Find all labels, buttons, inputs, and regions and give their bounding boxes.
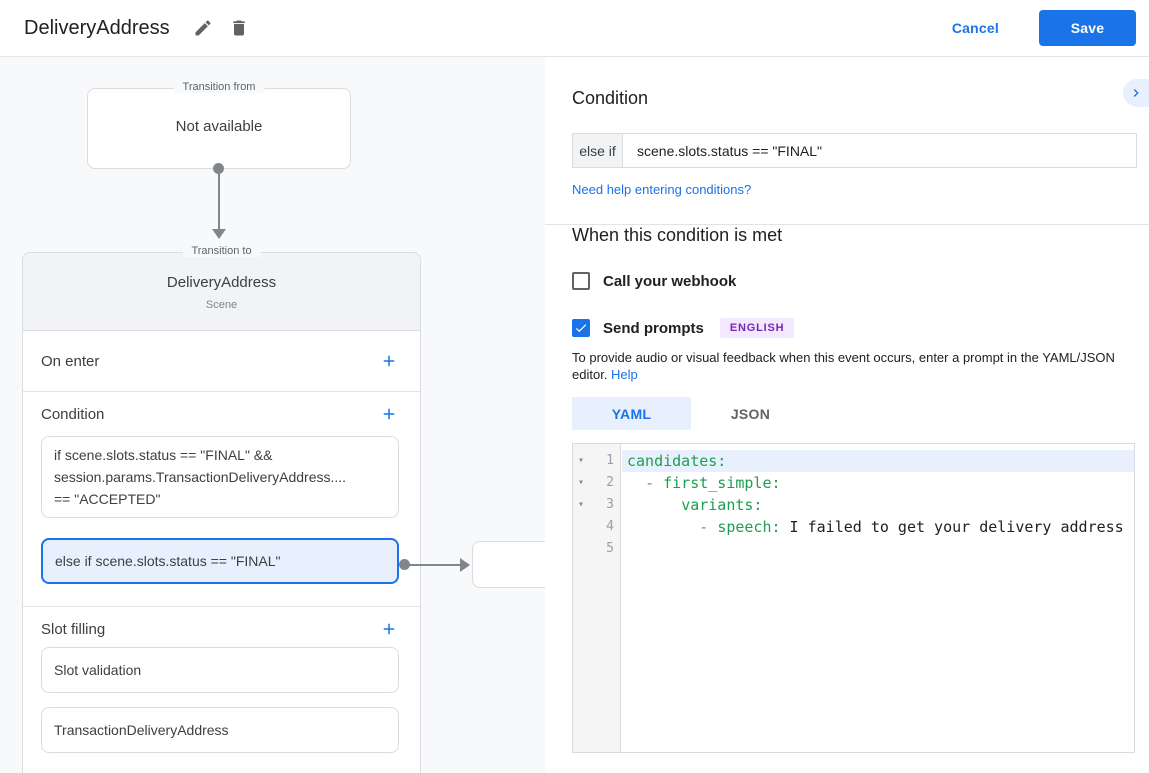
add-slot-button[interactable] <box>380 620 398 638</box>
scene-name: DeliveryAddress <box>166 274 277 291</box>
prompt-description: To provide audio or visual feedback when… <box>572 349 1138 383</box>
condition-help-link[interactable]: Need help entering conditions? <box>572 182 752 197</box>
pencil-icon <box>195 20 211 36</box>
gutter-cell: ▾3 <box>573 494 622 516</box>
condition-prefix: else if <box>573 134 623 167</box>
condition-expression-input[interactable]: scene.slots.status == "FINAL" <box>637 142 823 159</box>
condition-expression-group: else if scene.slots.status == "FINAL" <box>572 133 1137 168</box>
arrow-down-icon <box>212 229 226 239</box>
help-link[interactable]: Help <box>611 367 638 382</box>
add-on-enter-button[interactable] <box>380 352 398 370</box>
slot-item[interactable]: Slot validation <box>41 647 399 693</box>
delete-scene-button[interactable] <box>226 15 252 41</box>
line-number: 5 <box>606 541 614 556</box>
code-line[interactable]: ▾2 - first_simple: <box>573 472 1134 494</box>
language-badge: ENGLISH <box>719 318 795 338</box>
code-text: variants: <box>681 496 763 514</box>
connector-line <box>218 168 220 230</box>
main-split: Transition from Not available Transition… <box>0 57 1149 773</box>
condition-section: Condition if scene.slots.status == "FINA… <box>23 392 420 607</box>
code-text: - speech: I failed to get your delivery … <box>699 518 1124 536</box>
plus-icon <box>383 355 395 367</box>
topbar: DeliveryAddress Cancel Save <box>0 0 1149 57</box>
section-divider <box>545 224 1149 225</box>
code-text: candidates: <box>622 450 1134 472</box>
arrow-right-icon <box>460 558 470 572</box>
slot-filling-section-head: Slot filling <box>23 607 420 647</box>
condition-detail-panel: Condition else if scene.slots.status == … <box>545 57 1149 773</box>
on-enter-label: On enter <box>41 352 100 370</box>
webhook-checkbox-row[interactable]: Call your webhook <box>572 272 1138 290</box>
on-enter-section: On enter <box>23 331 420 392</box>
panel-title: Condition <box>572 88 649 108</box>
chevron-right-icon <box>1133 89 1139 97</box>
transition-from-box: Transition from Not available <box>87 81 351 169</box>
collapse-panel-button[interactable] <box>1123 79 1149 107</box>
code-text: - first_simple: <box>645 474 781 492</box>
code-text <box>622 538 1134 560</box>
code-line[interactable]: 4 - speech: I failed to get your deliver… <box>573 516 1134 538</box>
condition-item[interactable]: if scene.slots.status == "FINAL" &&sessi… <box>41 436 399 518</box>
edit-scene-button[interactable] <box>190 15 216 41</box>
webhook-checkbox[interactable] <box>572 272 590 290</box>
code-line[interactable]: 5 <box>573 538 1134 560</box>
line-number: 4 <box>606 519 614 534</box>
slot-filling-label: Slot filling <box>41 620 106 638</box>
fold-arrow-icon[interactable]: ▾ <box>578 477 585 488</box>
tab-json[interactable]: JSON <box>730 405 771 422</box>
page-title: DeliveryAddress <box>24 16 170 39</box>
connector-dot <box>399 559 410 570</box>
send-prompts-checkbox-row[interactable]: Send prompts ENGLISH <box>572 318 1138 338</box>
editor-tabs: YAML JSON <box>572 397 1138 430</box>
topbar-actions: Cancel Save <box>946 10 1136 46</box>
fold-arrow-icon[interactable]: ▾ <box>578 455 585 466</box>
send-prompts-checkbox[interactable] <box>572 319 590 337</box>
code-line[interactable]: ▾3 variants: <box>573 494 1134 516</box>
help-row: Need help entering conditions? <box>572 181 1138 199</box>
fold-arrow-icon[interactable]: ▾ <box>578 499 585 510</box>
cancel-button[interactable]: Cancel <box>946 19 1005 37</box>
condition-section-head: Condition <box>23 392 420 436</box>
add-condition-button[interactable] <box>380 405 398 423</box>
prompt-description-text: To provide audio or visual feedback when… <box>572 350 1115 382</box>
trash-icon <box>232 20 245 36</box>
line-number: 3 <box>606 497 614 512</box>
transition-from-value: Not available <box>175 118 263 135</box>
condition-item-selected[interactable]: else if scene.slots.status == "FINAL" <box>41 538 399 584</box>
gutter-cell: 5 <box>573 538 622 560</box>
scene-type-label: Scene <box>205 299 238 311</box>
connector-line <box>407 564 461 566</box>
condition-label: Condition <box>41 405 105 423</box>
transition-target-box[interactable] <box>472 541 545 588</box>
save-button[interactable]: Save <box>1039 10 1136 46</box>
checkmark-icon <box>575 324 587 333</box>
line-number: 1 <box>606 453 614 468</box>
webhook-label: Call your webhook <box>603 272 737 290</box>
gutter-cell: 4 <box>573 516 622 538</box>
gutter-cell: ▾1 <box>573 450 622 472</box>
slot-item[interactable]: TransactionDeliveryAddress <box>41 707 399 753</box>
gutter-cell: ▾2 <box>573 472 622 494</box>
title-area: DeliveryAddress <box>24 15 262 41</box>
plus-icon <box>383 408 395 420</box>
scene-graph-canvas[interactable]: Transition from Not available Transition… <box>0 57 545 773</box>
transition-to-legend: Transition to <box>182 245 261 257</box>
line-number: 2 <box>606 475 614 490</box>
editor-gutter <box>573 444 621 752</box>
plus-icon <box>383 623 395 635</box>
tab-yaml[interactable]: YAML <box>572 397 691 430</box>
scene-card: Transition to DeliveryAddress Scene On e… <box>22 245 421 773</box>
condition-items: if scene.slots.status == "FINAL" &&sessi… <box>23 436 420 584</box>
send-prompts-label: Send prompts <box>603 319 704 337</box>
transition-from-legend: Transition from <box>173 81 265 93</box>
when-met-title: When this condition is met <box>572 225 783 245</box>
scene-card-header[interactable]: DeliveryAddress Scene <box>23 253 420 331</box>
